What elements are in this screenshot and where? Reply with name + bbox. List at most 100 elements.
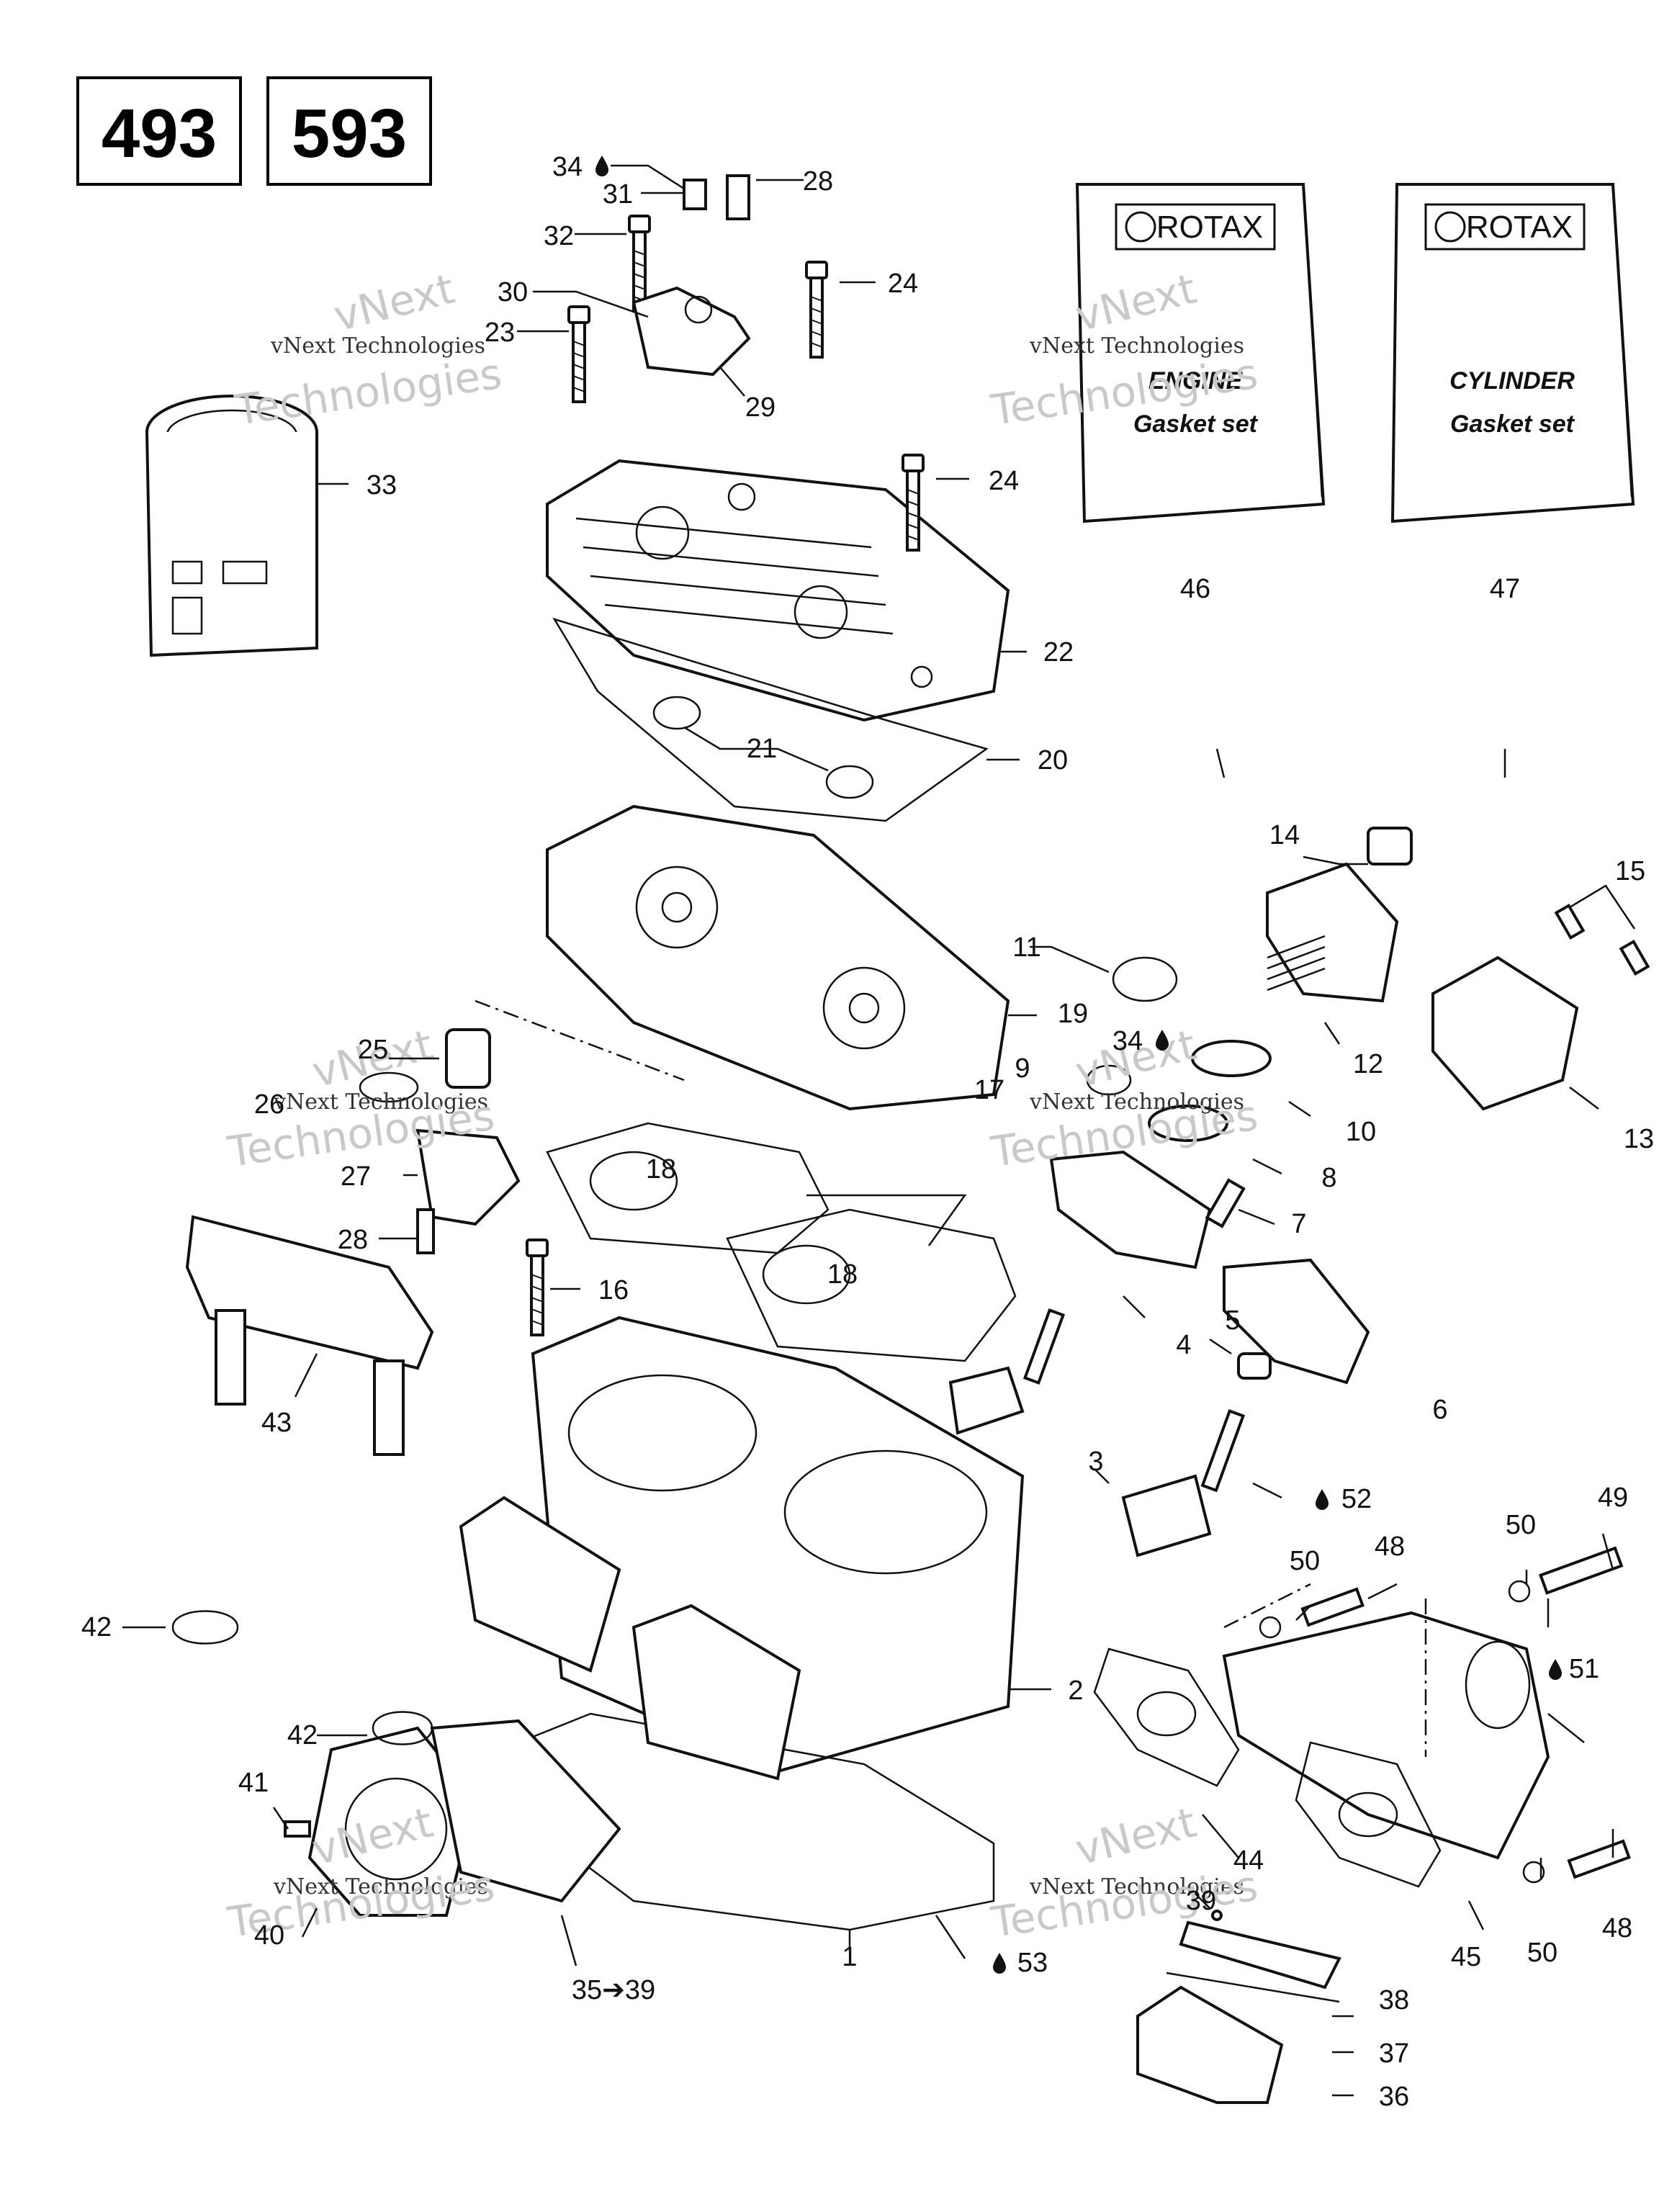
- reed-gasket-37[interactable]: [1166, 1972, 1340, 2003]
- head-gasket-17-a[interactable]: [546, 1122, 830, 1254]
- intake-port-left[interactable]: [459, 1496, 621, 1673]
- exhaust-valve-3-a[interactable]: [948, 1308, 1066, 1435]
- drop-icon: [595, 156, 608, 176]
- callout-7: 7: [1291, 1209, 1306, 1239]
- reed-stopper-38[interactable]: [1179, 1920, 1341, 1990]
- valve-piston-10[interactable]: [1191, 1040, 1272, 1077]
- screw-41[interactable]: [284, 1820, 311, 1838]
- callout-43: 43: [261, 1408, 292, 1438]
- reed-valve-36[interactable]: [1136, 1985, 1284, 2104]
- bolt-16[interactable]: [526, 1238, 549, 1336]
- callout-13: 13: [1624, 1124, 1654, 1154]
- watermark-large: vNext: [1071, 1798, 1201, 1875]
- bolt-24-b[interactable]: [902, 454, 925, 552]
- bolt-48-a[interactable]: [1300, 1587, 1364, 1627]
- callout-18-b: 18: [827, 1259, 858, 1290]
- valve-piston-8[interactable]: [1148, 1105, 1228, 1142]
- o-ring-21-a[interactable]: [652, 696, 701, 730]
- callout-44: 44: [1233, 1845, 1264, 1876]
- callout-47: 47: [1490, 574, 1520, 604]
- reed-block-35[interactable]: [430, 1719, 621, 1903]
- carburetor-adaptor-40[interactable]: [307, 1726, 477, 1917]
- exhaust-gasket-44[interactable]: [1093, 1647, 1240, 1787]
- callout-31: 31: [603, 179, 633, 210]
- rotax-logo-icon: [1125, 211, 1156, 243]
- callout-33: 33: [367, 470, 397, 500]
- nut-31[interactable]: [683, 179, 707, 210]
- callout-32: 32: [544, 221, 574, 251]
- bolt-28-top[interactable]: [726, 174, 750, 220]
- callout-50-b: 50: [1506, 1510, 1536, 1540]
- callout-39: 39: [1186, 1886, 1216, 1916]
- exhaust-valve-3-b[interactable]: [1121, 1409, 1246, 1557]
- head-gasket-17-b[interactable]: [726, 1208, 1017, 1362]
- cylinder-head-cover[interactable]: [546, 459, 1010, 722]
- washer-50-b[interactable]: [1508, 1580, 1531, 1603]
- cylinder-gasket-set[interactable]: ROTAX CYLINDER Gasket set: [1390, 183, 1635, 523]
- clamp-42-b[interactable]: [372, 1711, 433, 1745]
- o-ring-18-a[interactable]: [589, 1151, 678, 1211]
- screw-39[interactable]: [1211, 1910, 1223, 1921]
- washer-50-c[interactable]: [1522, 1861, 1545, 1884]
- callout-4: 4: [1176, 1330, 1191, 1360]
- callout-5: 5: [1225, 1305, 1240, 1336]
- callout-38: 38: [1379, 1985, 1409, 2015]
- callout-20: 20: [1038, 745, 1068, 775]
- callout-14: 14: [1269, 820, 1300, 850]
- watermark-line: vNext Technologies: [270, 333, 485, 359]
- callout-9: 9: [1015, 1053, 1030, 1084]
- callout-34-a: 34: [552, 152, 583, 182]
- bolt-15-b[interactable]: [1619, 939, 1650, 976]
- o-ring-21-b[interactable]: [825, 765, 874, 799]
- o-ring-11[interactable]: [1112, 956, 1178, 1002]
- callout-36: 36: [1379, 2082, 1409, 2112]
- o-ring-18-b[interactable]: [762, 1244, 851, 1305]
- thermostat-25[interactable]: [445, 1028, 491, 1089]
- exhaust-manifold-51[interactable]: [1222, 1611, 1550, 1860]
- bolt-48-b[interactable]: [1567, 1839, 1631, 1879]
- washer-4[interactable]: [1237, 1352, 1272, 1380]
- bolt-24-a[interactable]: [805, 261, 828, 359]
- bolt-7[interactable]: [1205, 1178, 1246, 1228]
- callout-2: 2: [1068, 1676, 1083, 1706]
- engine-gasket-set[interactable]: ROTAX ENGINE Gasket set: [1075, 183, 1326, 523]
- callout-42-a: 42: [81, 1612, 112, 1642]
- o-ring-26[interactable]: [359, 1071, 419, 1103]
- callout-17: 17: [974, 1075, 1004, 1105]
- intake-port-right[interactable]: [631, 1604, 801, 1781]
- valve-spring-12[interactable]: [1267, 935, 1326, 992]
- valve-cover-13[interactable]: [1431, 956, 1579, 1111]
- bolt-23[interactable]: [567, 305, 590, 403]
- water-manifold-43[interactable]: [185, 1215, 434, 1456]
- callout-45: 45: [1451, 1942, 1481, 1972]
- head-cover-gasket[interactable]: [552, 617, 989, 822]
- clip-9[interactable]: [1086, 1064, 1132, 1096]
- callout-16: 16: [598, 1275, 629, 1305]
- clamp-42-a[interactable]: [171, 1610, 239, 1645]
- callout-24-b: 24: [989, 466, 1019, 496]
- watermark-large: Technologies: [231, 349, 504, 435]
- engine-kit-subtitle: Gasket set: [1133, 410, 1259, 438]
- bolt-15-a[interactable]: [1554, 903, 1586, 940]
- water-outlet-29[interactable]: [631, 286, 751, 377]
- valve-housing-6[interactable]: [1223, 1258, 1370, 1385]
- drop-icon: [1549, 1659, 1562, 1680]
- callout-34-b: 34: [1112, 1026, 1143, 1056]
- cylinder-sleeve[interactable]: [145, 395, 318, 657]
- cylinder-head[interactable]: [546, 804, 1010, 1111]
- callout-42-b: 42: [287, 1720, 318, 1750]
- bolt-28-side[interactable]: [416, 1208, 435, 1254]
- callout-52: 52: [1341, 1484, 1372, 1514]
- valve-cap-14[interactable]: [1367, 827, 1413, 866]
- callout-18-a: 18: [646, 1154, 676, 1184]
- bolt-49[interactable]: [1539, 1546, 1624, 1595]
- cylinder-kit-title: CYLINDER: [1449, 367, 1575, 395]
- washer-50-a[interactable]: [1259, 1616, 1282, 1639]
- callout-48-b: 48: [1602, 1913, 1632, 1943]
- exhaust-gasket-45[interactable]: [1295, 1741, 1442, 1888]
- valve-cover-13-top[interactable]: [1266, 862, 1399, 1003]
- leader-lines: [122, 164, 1636, 2097]
- valve-housing-5[interactable]: [1049, 1150, 1212, 1269]
- thermostat-housing-27[interactable]: [415, 1128, 521, 1226]
